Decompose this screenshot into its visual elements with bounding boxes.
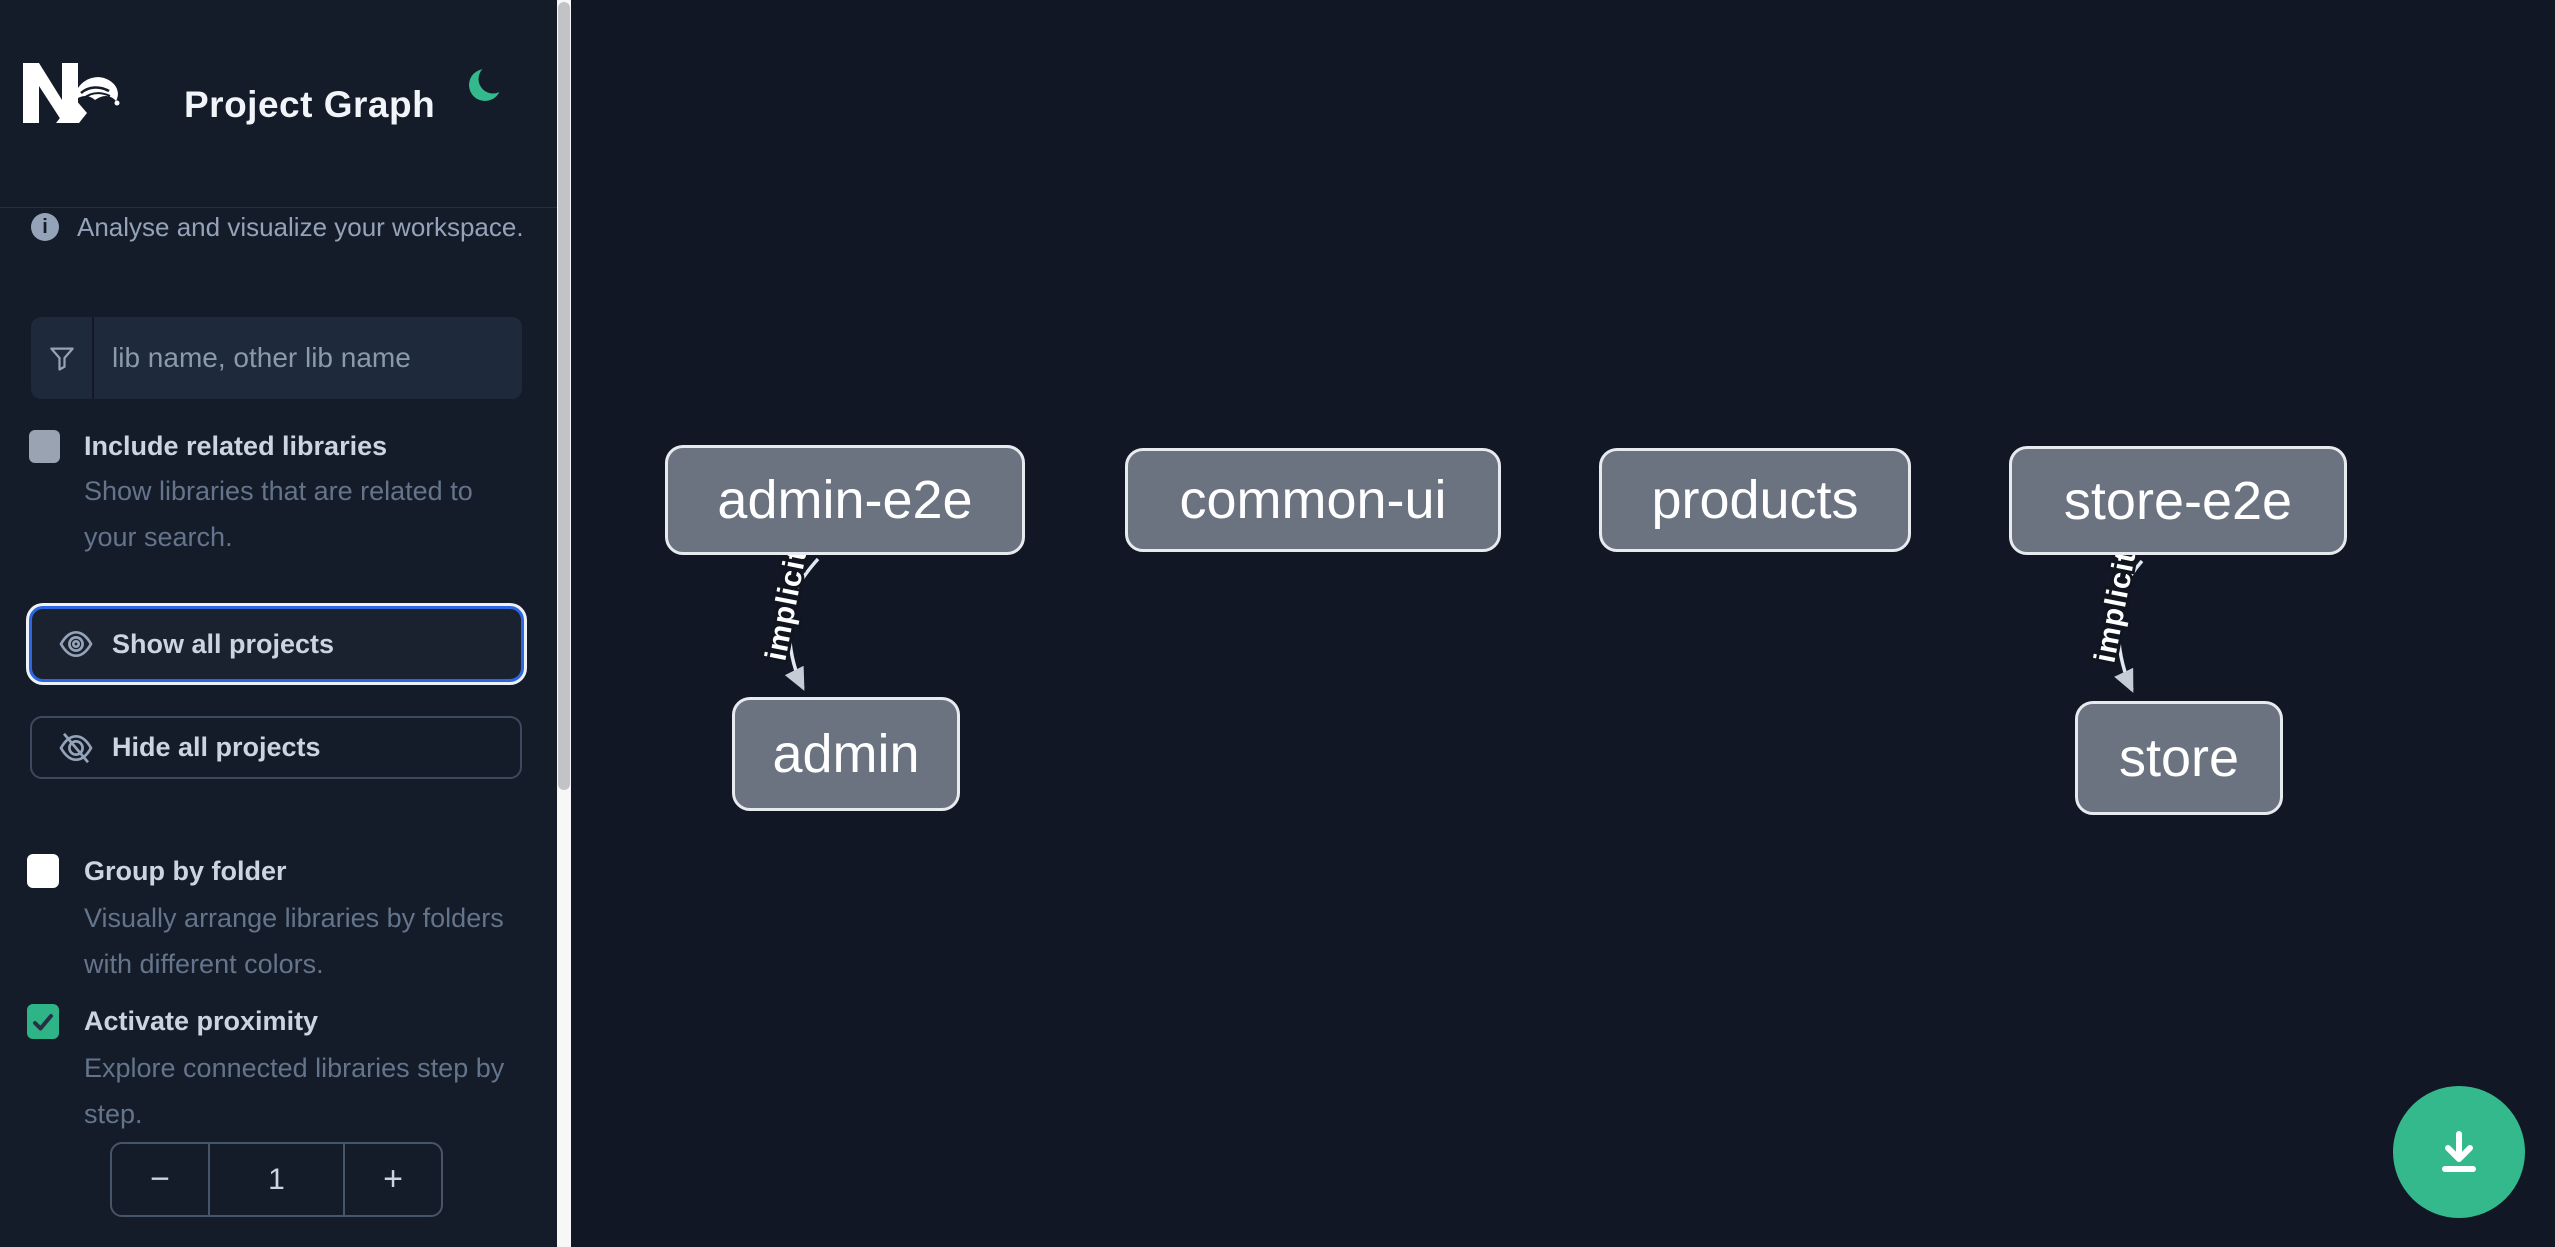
- group-by-folder-checkbox[interactable]: [27, 854, 59, 888]
- group-by-folder-label: Group by folder: [84, 856, 287, 886]
- show-all-projects-button[interactable]: Show all projects: [29, 606, 524, 682]
- graph-canvas[interactable]: implicit implicit admin-e2e common-ui pr…: [571, 0, 2555, 1247]
- funnel-icon: [31, 317, 94, 399]
- sidebar-scrollbar-track: [557, 0, 571, 1247]
- activate-proximity-description: Explore connected libraries step by step…: [84, 1053, 505, 1129]
- show-all-projects-label: Show all projects: [112, 628, 335, 659]
- checkmark-icon: [33, 1013, 53, 1030]
- graph-node-admin-e2e[interactable]: admin-e2e: [665, 445, 1025, 555]
- group-by-folder-description: Visually arrange libraries by folders wi…: [84, 903, 504, 979]
- include-related-label: Include related libraries: [84, 431, 388, 461]
- node-label: admin-e2e: [717, 470, 973, 530]
- edge-label-implicit: implicit: [759, 546, 813, 663]
- node-label: common-ui: [1179, 470, 1447, 530]
- node-label: products: [1651, 470, 1859, 530]
- graph-node-admin[interactable]: admin: [732, 697, 960, 811]
- app-header: Project Graph: [0, 0, 557, 208]
- proximity-depth-stepper: − 1 +: [110, 1142, 443, 1217]
- edge-label-implicit: implicit: [2088, 548, 2142, 665]
- eye-off-icon: [58, 730, 94, 766]
- header-divider: [0, 207, 557, 208]
- sidebar-scrollbar-thumb[interactable]: [558, 2, 570, 790]
- graph-node-store-e2e[interactable]: store-e2e: [2009, 446, 2347, 555]
- download-icon: [2442, 1131, 2476, 1172]
- info-icon: i: [31, 213, 59, 241]
- edge-admin-e2e-to-admin: [784, 557, 820, 691]
- workspace-info-text: Analyse and visualize your workspace.: [77, 211, 524, 242]
- hide-all-projects-button[interactable]: Hide all projects: [30, 716, 522, 779]
- search-input[interactable]: [94, 317, 522, 399]
- graph-node-store[interactable]: store: [2075, 701, 2283, 815]
- node-label: store: [2118, 728, 2240, 788]
- decrement-button[interactable]: −: [150, 1160, 170, 1198]
- node-label: admin: [772, 724, 920, 784]
- graph-node-common-ui[interactable]: common-ui: [1125, 448, 1501, 552]
- activate-proximity-label: Activate proximity: [84, 1006, 319, 1036]
- download-graph-button[interactable]: [2393, 1086, 2525, 1218]
- theme-toggle-moon-icon[interactable]: [466, 64, 508, 106]
- page-title: Project Graph: [184, 84, 436, 125]
- hide-all-projects-label: Hide all projects: [112, 732, 321, 762]
- nx-logo-icon: [23, 63, 120, 123]
- include-related-description: Show libraries that are related to your …: [84, 476, 473, 552]
- filter-search-box: [31, 317, 522, 399]
- graph-edges: implicit implicit: [756, 543, 2145, 693]
- edge-store-e2e-to-store: [2114, 559, 2144, 693]
- include-related-checkbox[interactable]: [29, 430, 60, 463]
- eye-icon: [58, 626, 94, 662]
- activate-proximity-checkbox[interactable]: [27, 1004, 59, 1039]
- workspace-info: i Analyse and visualize your workspace.: [31, 210, 531, 244]
- proximity-depth-value[interactable]: 1: [208, 1144, 345, 1215]
- increment-button[interactable]: +: [383, 1160, 403, 1198]
- node-label: store-e2e: [2063, 470, 2293, 531]
- sidebar: Project Graph i Analyse and visualize yo…: [0, 0, 557, 1247]
- graph-node-products[interactable]: products: [1599, 448, 1911, 552]
